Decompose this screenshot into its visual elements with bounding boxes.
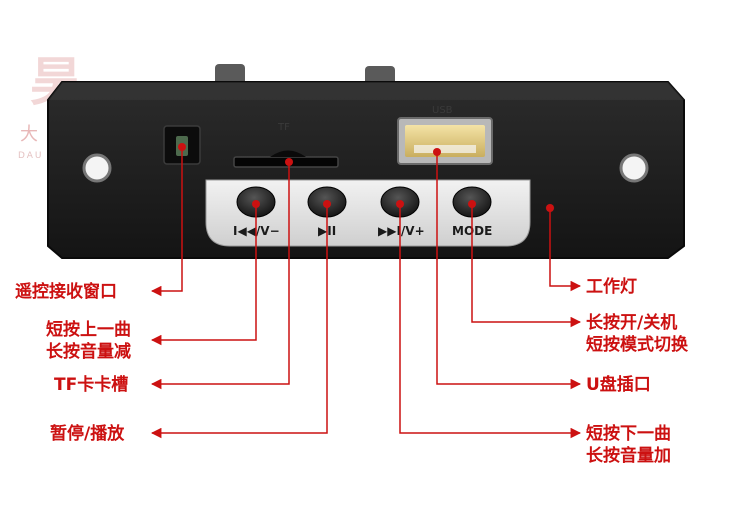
usb-port: USB	[397, 105, 493, 165]
watermark-en: DAU TEC	[18, 151, 72, 161]
label-prev-line2: 长按音量减	[46, 341, 131, 362]
label-next-line2: 长按音量加	[586, 445, 671, 466]
label-mode-line1: 长按开/关机	[586, 312, 677, 333]
label-mode-line2: 短按模式切换	[586, 334, 689, 355]
callout-lines	[150, 147, 582, 439]
next-button-label: ▶▶I/V+	[378, 224, 425, 238]
label-prev-line1: 短按上一曲	[46, 319, 131, 340]
label-work-led: 工作灯	[586, 276, 637, 297]
button-faceplate	[205, 179, 531, 247]
mount-hole-left	[82, 153, 112, 183]
label-tf-slot: TF卡卡槽	[54, 374, 128, 395]
label-play-pause: 暂停/播放	[50, 423, 125, 444]
mount-hole-right	[619, 153, 649, 183]
label-ir-receiver: 遥控接收窗口	[15, 281, 117, 302]
silk-usb-label: USB	[432, 105, 453, 116]
label-usb-port: U盘插口	[586, 374, 651, 395]
label-next-line1: 短按下一曲	[586, 423, 671, 444]
silk-tf-label: TF	[277, 122, 290, 133]
